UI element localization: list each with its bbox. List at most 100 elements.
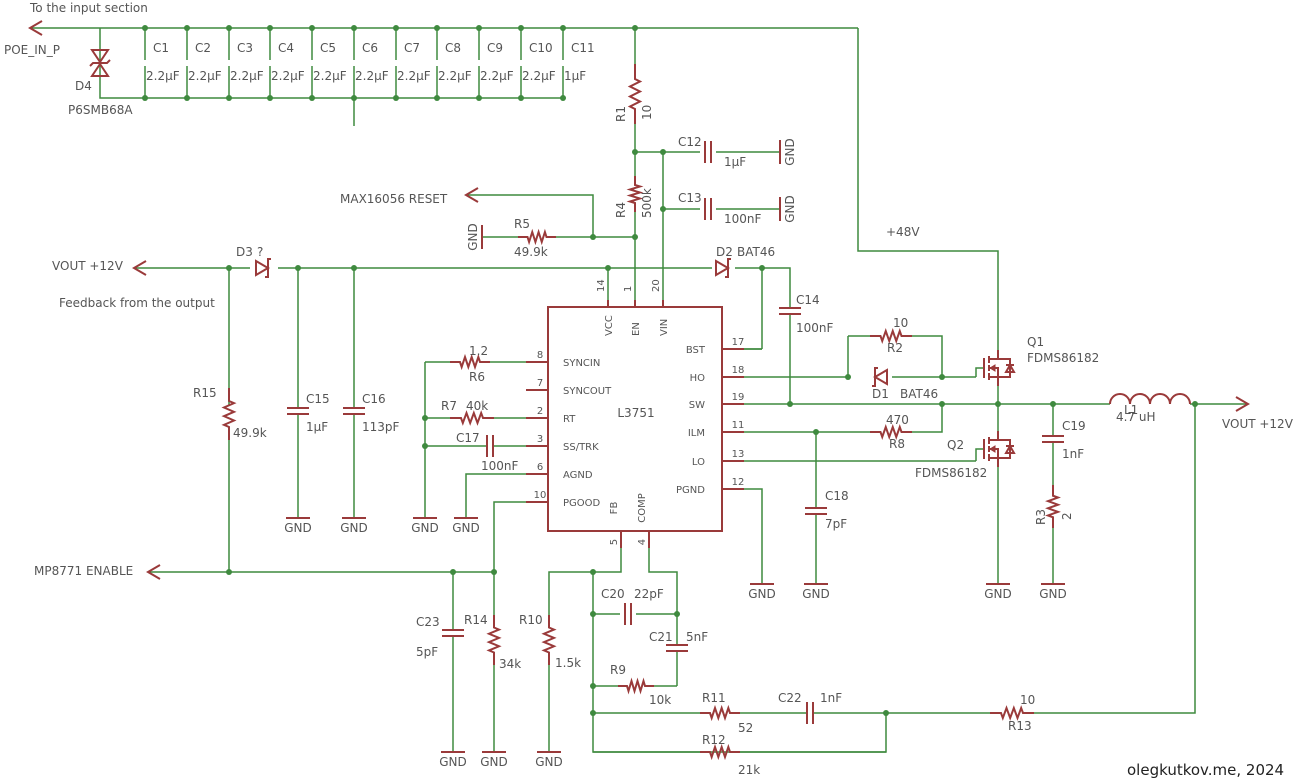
cap-value: 2.2µF <box>271 69 305 83</box>
c22-value: 1nF <box>820 691 842 705</box>
wire <box>466 194 594 237</box>
junction-dot <box>632 234 638 240</box>
c16-value: 113pF <box>362 420 400 434</box>
junctions <box>142 25 1198 716</box>
junction-dot <box>226 25 232 31</box>
cap-ref: C5 <box>320 41 336 55</box>
c23-value: 5pF <box>416 645 438 659</box>
c18-capacitor <box>805 507 827 515</box>
r5-value: 49.9k <box>514 245 548 259</box>
gnd-label: GND <box>452 521 480 535</box>
net-label-to-input: To the input section <box>29 1 148 15</box>
r6-resistor <box>450 353 490 371</box>
junction-dot <box>590 234 596 240</box>
vout-right-arrow <box>1235 396 1250 412</box>
junction-dot <box>434 25 440 31</box>
q1-mosfet <box>983 350 1016 386</box>
wire <box>975 448 984 461</box>
junction-dot <box>759 265 765 271</box>
pin-num: 19 <box>732 392 745 403</box>
junction-dot <box>351 95 357 101</box>
junction-dot <box>883 710 889 716</box>
junction-dot <box>422 415 428 421</box>
junction-dot <box>518 25 524 31</box>
cap-value: 2.2µF <box>480 69 514 83</box>
junction-dot <box>267 95 273 101</box>
c22-ref: C22 <box>778 691 802 705</box>
q2-mosfet <box>983 431 1016 467</box>
pin-num: 10 <box>534 490 547 501</box>
pin-num: 3 <box>537 434 543 445</box>
r15-value: 49.9k <box>233 426 267 440</box>
pin-name: VIN <box>659 319 670 336</box>
gnd-label: GND <box>340 521 368 535</box>
pin-num: 11 <box>732 420 745 431</box>
r8-resistor <box>870 423 912 441</box>
c16-capacitor <box>343 407 365 415</box>
pin-name: EN <box>631 322 642 336</box>
cap-value: 2.2µF <box>230 69 264 83</box>
r9-resistor <box>618 677 654 695</box>
c19-value: 1nF <box>1062 447 1084 461</box>
pin-num: 13 <box>732 449 745 460</box>
wire <box>548 548 622 620</box>
gnd-label: GND <box>748 587 776 601</box>
r4-ref: R4 <box>614 202 628 218</box>
vout-left-arrow <box>132 260 147 276</box>
r6-value: 1.2 <box>469 344 488 358</box>
cap-ref: C4 <box>278 41 294 55</box>
l1-inductor <box>1109 393 1191 405</box>
l1-ref: L1 <box>1124 403 1138 417</box>
junction-dot <box>434 95 440 101</box>
r13-value: 10 <box>1020 693 1035 707</box>
r9-ref: R9 <box>610 663 626 677</box>
d3-diode <box>255 258 271 278</box>
pin-name: RT <box>563 414 576 425</box>
junction-dot <box>226 265 232 271</box>
cap-ref: C3 <box>237 41 253 55</box>
r11-resistor <box>700 704 740 722</box>
junction-dot <box>632 149 638 155</box>
junction-dot <box>184 95 190 101</box>
d1-ref: D1 <box>872 387 889 401</box>
junction-dot <box>1050 401 1056 407</box>
cap-value: 2.2µF <box>188 69 222 83</box>
c15-value: 1µF <box>306 420 328 434</box>
net-label-feedback: Feedback from the output <box>59 296 215 310</box>
junction-dot <box>845 374 851 380</box>
cap-value: 2.2µF <box>397 69 431 83</box>
wire <box>1034 404 1196 714</box>
net-label-vout-left: VOUT +12V <box>52 259 124 273</box>
r9-value: 10k <box>649 693 671 707</box>
wire <box>744 488 763 584</box>
cap-ref: C11 <box>571 41 595 55</box>
net-label-enable: MP8771 ENABLE <box>34 564 133 578</box>
junction-dot <box>813 429 819 435</box>
junction-dot <box>491 569 497 575</box>
junction-dot <box>267 25 273 31</box>
d1-diode <box>872 367 888 387</box>
junction-dot <box>450 569 456 575</box>
junction-dot <box>660 206 666 212</box>
r8-value: 470 <box>886 413 909 427</box>
c12-capacitor <box>704 141 712 163</box>
credit-text: olegkutkov.me, 2024 <box>1127 761 1284 779</box>
r4-resistor <box>626 176 644 212</box>
d4-value: P6SMB68A <box>68 103 133 117</box>
r12-value: 21k <box>738 763 760 777</box>
input-arrow <box>28 20 43 36</box>
parts <box>28 20 1250 761</box>
junction-dot <box>142 25 148 31</box>
pin-num: 4 <box>637 539 648 545</box>
cap-ref: C7 <box>404 41 420 55</box>
enable-arrow <box>146 564 161 580</box>
junction-dot <box>142 95 148 101</box>
c13-capacitor <box>704 198 712 220</box>
cap-value: 2.2µF <box>146 69 180 83</box>
pin-name: SS/TRK <box>563 442 599 453</box>
r12-resistor <box>700 743 740 761</box>
l1-value: 4.7 uH <box>1116 410 1156 424</box>
r3-ref: R3 <box>1034 509 1048 525</box>
junction-dot <box>351 25 357 31</box>
pin-num: 5 <box>609 539 620 545</box>
